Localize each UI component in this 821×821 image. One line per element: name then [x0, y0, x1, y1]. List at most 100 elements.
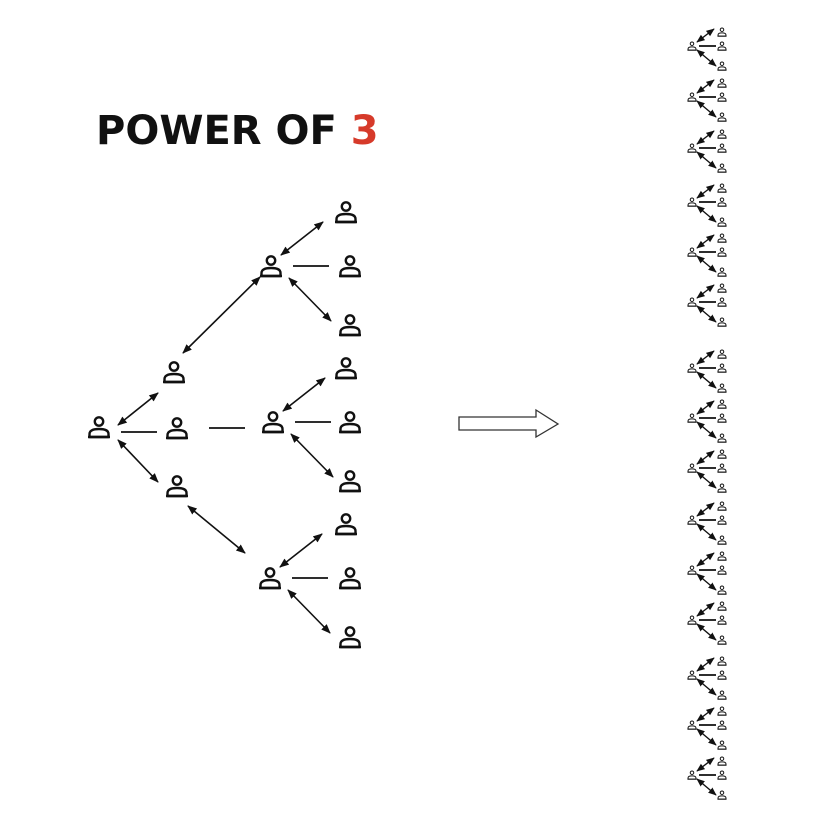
mini-child-person-icon: [717, 433, 727, 443]
bidirectional-arrow: [696, 778, 717, 796]
bidirectional-arrow: [696, 79, 715, 94]
mini-child-person-icon: [717, 635, 727, 645]
mini-child-person-icon: [717, 217, 727, 227]
bidirectional-arrow: [696, 707, 715, 722]
level2-person-icon: [259, 255, 283, 278]
bidirectional-arrow: [696, 623, 717, 641]
bidirectional-arrow: [696, 205, 717, 223]
bidirectional-arrow: [696, 100, 717, 118]
mini-child-person-icon: [717, 535, 727, 545]
bidirectional-arrow: [696, 757, 715, 772]
bidirectional-arrow: [696, 502, 715, 517]
mini-root-person-icon: [687, 363, 697, 373]
mini-tree: [687, 756, 727, 800]
bidirectional-arrow: [288, 277, 332, 322]
mini-child-person-icon: [717, 349, 727, 359]
mini-child-person-icon: [717, 615, 727, 625]
mini-child-person-icon: [717, 129, 727, 139]
bidirectional-arrow: [696, 450, 715, 465]
mini-tree: [687, 233, 727, 277]
bidirectional-arrow: [187, 505, 246, 554]
mini-tree: [687, 501, 727, 545]
mini-child-person-icon: [717, 197, 727, 207]
mini-root-person-icon: [687, 41, 697, 51]
replicated-trees: [687, 27, 727, 800]
mini-tree: [687, 349, 727, 393]
mini-root-person-icon: [687, 565, 697, 575]
mini-child-person-icon: [717, 317, 727, 327]
mini-child-person-icon: [717, 551, 727, 561]
mini-tree: [687, 183, 727, 227]
mini-root-person-icon: [687, 615, 697, 625]
mini-child-person-icon: [717, 267, 727, 277]
bidirectional-arrow: [182, 276, 261, 354]
mini-child-person-icon: [717, 92, 727, 102]
mini-tree: [687, 656, 727, 700]
bidirectional-arrow: [117, 392, 159, 426]
mini-root-person-icon: [687, 297, 697, 307]
level1-person-icon: [165, 475, 189, 498]
title-text: POWER OF: [96, 108, 337, 154]
mini-root-person-icon: [687, 720, 697, 730]
mini-child-person-icon: [717, 112, 727, 122]
mini-child-person-icon: [717, 690, 727, 700]
bidirectional-arrow: [696, 234, 715, 249]
mini-child-person-icon: [717, 143, 727, 153]
mini-tree: [687, 27, 727, 71]
bidirectional-arrow: [696, 305, 717, 323]
mini-child-person-icon: [717, 383, 727, 393]
level3-person-icon: [334, 513, 358, 536]
bidirectional-arrow: [290, 433, 334, 478]
mini-child-person-icon: [717, 463, 727, 473]
bidirectional-arrow: [696, 284, 715, 299]
mini-child-person-icon: [717, 163, 727, 173]
level3-person-icon: [334, 357, 358, 380]
level3-person-icon: [338, 411, 362, 434]
mini-tree: [687, 399, 727, 443]
level3-person-icon: [338, 626, 362, 649]
mini-child-person-icon: [717, 706, 727, 716]
mini-child-person-icon: [717, 363, 727, 373]
big-tree: [87, 201, 362, 649]
mini-root-person-icon: [687, 143, 697, 153]
mini-root-person-icon: [687, 770, 697, 780]
root-person-icon: [87, 416, 111, 439]
mini-child-person-icon: [717, 247, 727, 257]
mini-tree: [687, 129, 727, 173]
bidirectional-arrow: [696, 151, 717, 169]
bidirectional-arrow: [696, 130, 715, 145]
bidirectional-arrow: [696, 400, 715, 415]
bidirectional-arrow: [287, 589, 331, 634]
mini-child-person-icon: [717, 515, 727, 525]
mini-root-person-icon: [687, 463, 697, 473]
bidirectional-arrow: [279, 533, 323, 568]
mini-child-person-icon: [717, 720, 727, 730]
mini-tree: [687, 706, 727, 750]
transition-arrow: [458, 408, 560, 439]
level1-person-icon: [165, 417, 189, 440]
level1-person-icon: [162, 361, 186, 384]
diagram-title: POWER OF 3: [96, 108, 379, 154]
mini-child-person-icon: [717, 61, 727, 71]
bidirectional-arrow: [696, 602, 715, 617]
bidirectional-arrow: [696, 552, 715, 567]
mini-tree: [687, 449, 727, 493]
bidirectional-arrow: [117, 439, 159, 483]
bidirectional-arrow: [696, 184, 715, 199]
bidirectional-arrow: [696, 371, 717, 389]
bidirectional-arrow: [696, 573, 717, 591]
mini-root-person-icon: [687, 413, 697, 423]
mini-child-person-icon: [717, 78, 727, 88]
mini-child-person-icon: [717, 297, 727, 307]
bidirectional-arrow: [696, 657, 715, 672]
mini-tree: [687, 283, 727, 327]
mini-tree: [687, 551, 727, 595]
mini-root-person-icon: [687, 515, 697, 525]
mini-child-person-icon: [717, 233, 727, 243]
bidirectional-arrow: [696, 523, 717, 541]
bidirectional-arrow: [696, 28, 715, 43]
mini-child-person-icon: [717, 283, 727, 293]
mini-child-person-icon: [717, 413, 727, 423]
bidirectional-arrow: [696, 728, 717, 746]
